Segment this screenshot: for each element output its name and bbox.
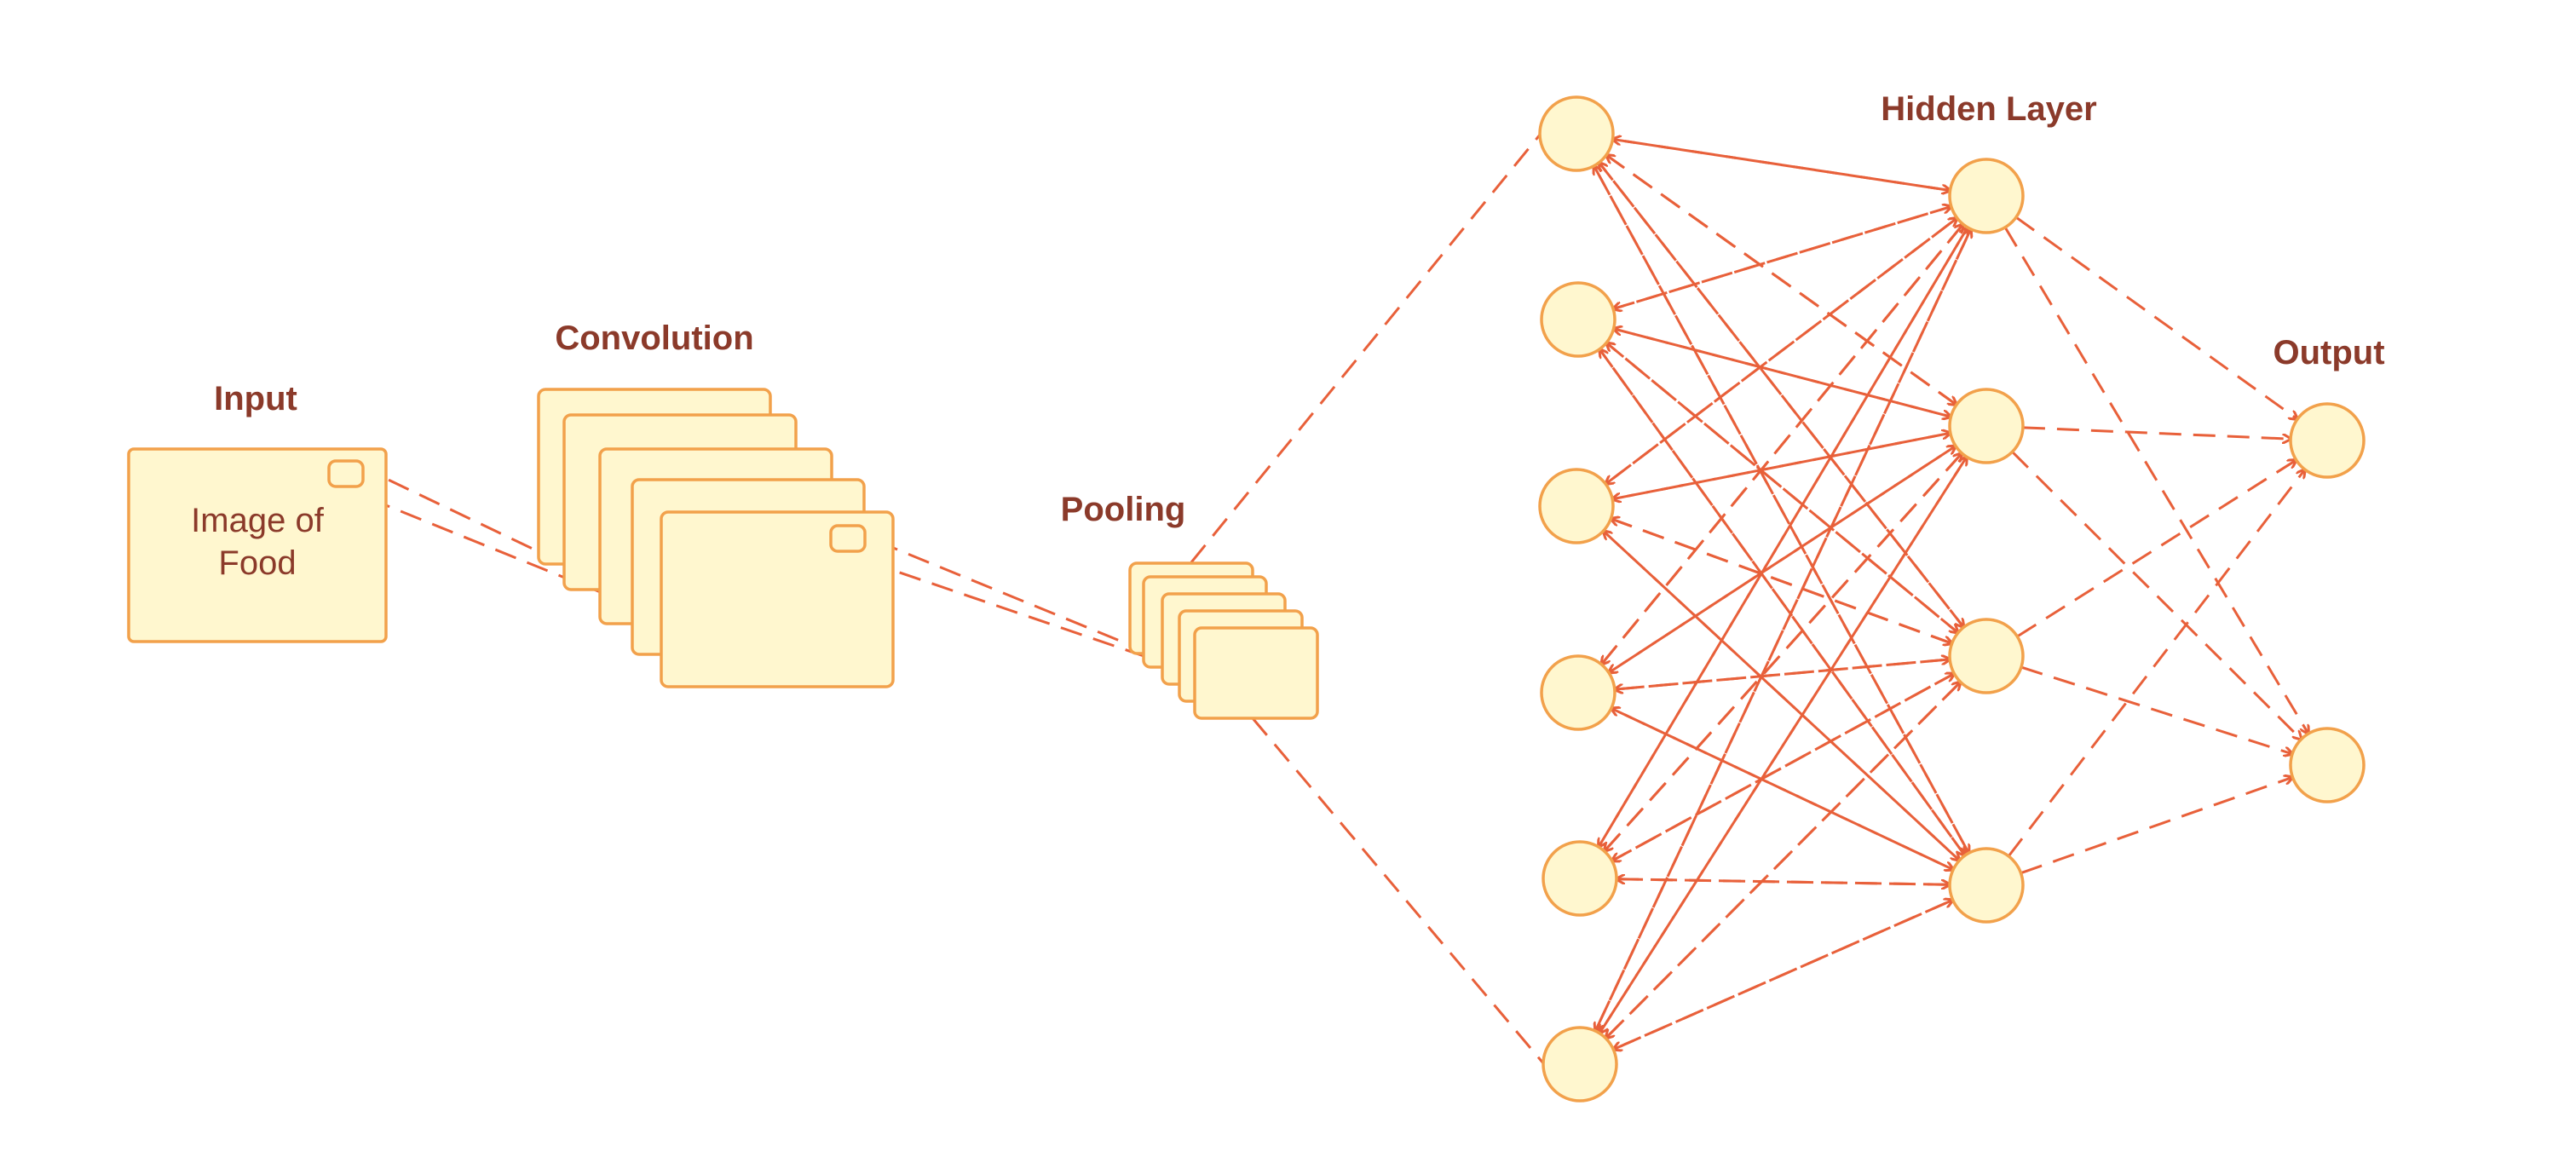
edge-h4-to-fc1-6 xyxy=(1613,898,1954,1049)
edge-h4-to-fc1-2 xyxy=(1599,349,1967,857)
edge-h4-to-fc1-4 xyxy=(1611,708,1954,872)
edge-fc1-1-to-h3 xyxy=(1598,161,1964,627)
pool-to-fc-edge-top xyxy=(1190,133,1542,563)
fc-input-node-1 xyxy=(1538,95,1615,172)
edge-h4-to-fc1-5 xyxy=(1616,879,1951,886)
edge-h2-to-fc1-6 xyxy=(1599,456,1968,1033)
pool-map-5 xyxy=(1193,626,1319,720)
edge-h3-to-fc1-2 xyxy=(1606,343,1959,634)
edge-h2-to-fc1-3 xyxy=(1612,431,1951,499)
edge-h2-to-out2 xyxy=(2011,451,2301,739)
edge-h1-to-fc1-1 xyxy=(1613,139,1951,193)
hidden-node-4 xyxy=(1948,847,2025,924)
input-label: Input xyxy=(214,380,297,417)
edge-h2-to-fc1-5 xyxy=(1605,452,1963,851)
edge-h2-to-out1 xyxy=(2022,426,2291,439)
output-label: Output xyxy=(2273,334,2384,371)
pool-to-fc-edge-bottom xyxy=(1251,717,1546,1065)
convolution-stack xyxy=(537,388,895,688)
edge-h1-to-fc1-5 xyxy=(1599,227,1969,847)
input-to-conv-edge-bottom xyxy=(337,484,751,654)
edge-h3-to-fc1-4 xyxy=(1615,658,1951,689)
hidden-layer-label: Hidden Layer xyxy=(1881,90,2096,128)
fc-input-node-6 xyxy=(1542,1026,1618,1103)
hidden-node-1 xyxy=(1948,158,2025,234)
edge-h4-to-fc1-1 xyxy=(1594,166,1970,854)
pooling-label: Pooling xyxy=(1061,491,1186,528)
edge-h1-to-fc1-4 xyxy=(1601,223,1964,665)
edge-h3-to-fc1-5 xyxy=(1612,672,1955,861)
edge-h3-to-out2 xyxy=(2020,665,2292,754)
hidden-node-3 xyxy=(1948,618,2025,694)
edge-h3-to-fc1-3 xyxy=(1611,519,1953,645)
input-text-line2: Food xyxy=(218,544,296,582)
pooling-stack xyxy=(1128,561,1319,720)
edge-h4-to-out2 xyxy=(2020,777,2293,875)
convolution-label: Convolution xyxy=(555,320,753,357)
network-nodes xyxy=(1538,95,2366,1103)
conv-map-5 xyxy=(660,510,895,688)
fc-input-node-2 xyxy=(1540,281,1616,358)
edge-h4-to-fc1-3 xyxy=(1604,531,1961,861)
edge-h1-to-fc1-6 xyxy=(1595,228,1973,1031)
input-box xyxy=(127,447,388,643)
fc-input-node-3 xyxy=(1538,468,1615,544)
edge-h4-to-out1 xyxy=(2007,469,2305,857)
conv-kernel xyxy=(829,524,867,553)
edge-h3-to-out1 xyxy=(2016,460,2296,638)
connections xyxy=(337,133,2308,1065)
input-kernel xyxy=(327,459,365,488)
output-node-2 xyxy=(2289,727,2366,803)
edge-h2-to-fc1-1 xyxy=(1606,155,1957,406)
edge-h2-to-fc1-4 xyxy=(1609,445,1956,673)
edge-h1-to-out1 xyxy=(2015,216,2297,419)
fc-input-node-5 xyxy=(1542,840,1618,917)
edge-h1-to-fc1-3 xyxy=(1605,216,1958,484)
input-text-line1: Image of xyxy=(191,502,325,539)
fc-input-node-4 xyxy=(1540,654,1616,731)
edge-h1-to-fc1-2 xyxy=(1613,205,1952,308)
edge-h1-to-out2 xyxy=(2003,227,2308,734)
edge-h3-to-fc1-6 xyxy=(1605,681,1962,1038)
output-node-1 xyxy=(2289,402,2366,479)
hidden-node-2 xyxy=(1948,388,2025,464)
edge-h3-to-fc1-1 xyxy=(1599,163,1965,629)
edge-h2-to-fc1-2 xyxy=(1614,329,1951,418)
edge-fc1-5-to-h3 xyxy=(1611,674,1955,862)
